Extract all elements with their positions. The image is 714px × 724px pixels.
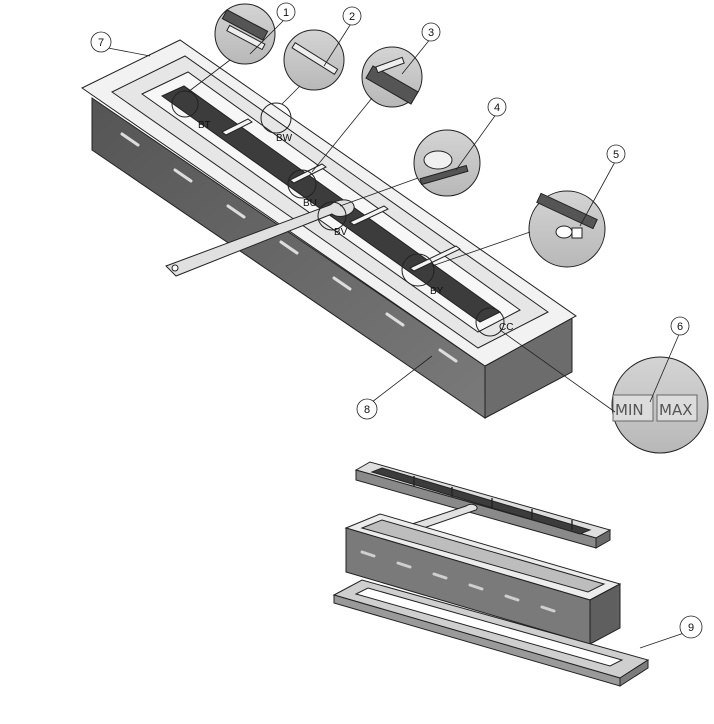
callout-9: 9	[679, 615, 703, 639]
detail-lens-3	[361, 46, 423, 108]
svg-text:9: 9	[688, 622, 694, 634]
svg-text:8: 8	[364, 404, 370, 416]
exploded-fuel-tray	[344, 513, 622, 645]
svg-text:5: 5	[613, 149, 619, 161]
detail-lens-4	[413, 129, 481, 197]
callout-2: 2	[342, 6, 362, 26]
callout-6: 6	[670, 316, 690, 336]
callout-5: 5	[606, 144, 626, 164]
callout-3: 3	[421, 22, 441, 42]
callout-1: 1	[276, 2, 296, 22]
exploded-view-assembly	[332, 461, 650, 687]
min-mark: MIN	[615, 401, 644, 419]
svg-text:1: 1	[283, 7, 289, 19]
svg-text:3: 3	[428, 27, 434, 39]
label-cc: CC	[499, 322, 513, 333]
slot-bridges	[221, 118, 461, 272]
label-by: BY	[430, 286, 444, 297]
main-burner-assembly: BT BW BU BV BY CC	[81, 39, 577, 419]
exploded-snuffer-tool	[405, 503, 478, 533]
svg-text:7: 7	[98, 37, 104, 49]
detail-lens-1	[214, 3, 276, 65]
label-bu: BU	[303, 198, 317, 209]
snuffer-handle-tool	[165, 199, 355, 277]
svg-text:4: 4	[494, 102, 500, 114]
lens-leader-lines	[187, 59, 616, 413]
detail-lens-2	[283, 29, 345, 91]
handle-hole	[171, 264, 179, 272]
svg-text:2: 2	[349, 11, 355, 23]
callout-8: 8	[356, 398, 378, 420]
label-bw: BW	[276, 133, 293, 144]
svg-text:6: 6	[677, 321, 683, 333]
callout-7: 7	[90, 31, 112, 53]
detail-markers	[171, 90, 505, 337]
detail-lens-6-minmax: MIN MAX	[611, 356, 709, 454]
detail-lens-5	[528, 190, 606, 268]
label-bt: BT	[198, 120, 211, 131]
callout-4: 4	[487, 97, 507, 117]
detail-lens-group: MIN MAX	[214, 3, 709, 454]
exploded-base-frame	[332, 579, 650, 687]
max-mark: MAX	[659, 401, 692, 419]
label-bv: BV	[334, 227, 348, 238]
callout-markers: 1 2 3 4 5 6 7 8	[90, 2, 703, 649]
front-vent-slots	[120, 132, 458, 363]
